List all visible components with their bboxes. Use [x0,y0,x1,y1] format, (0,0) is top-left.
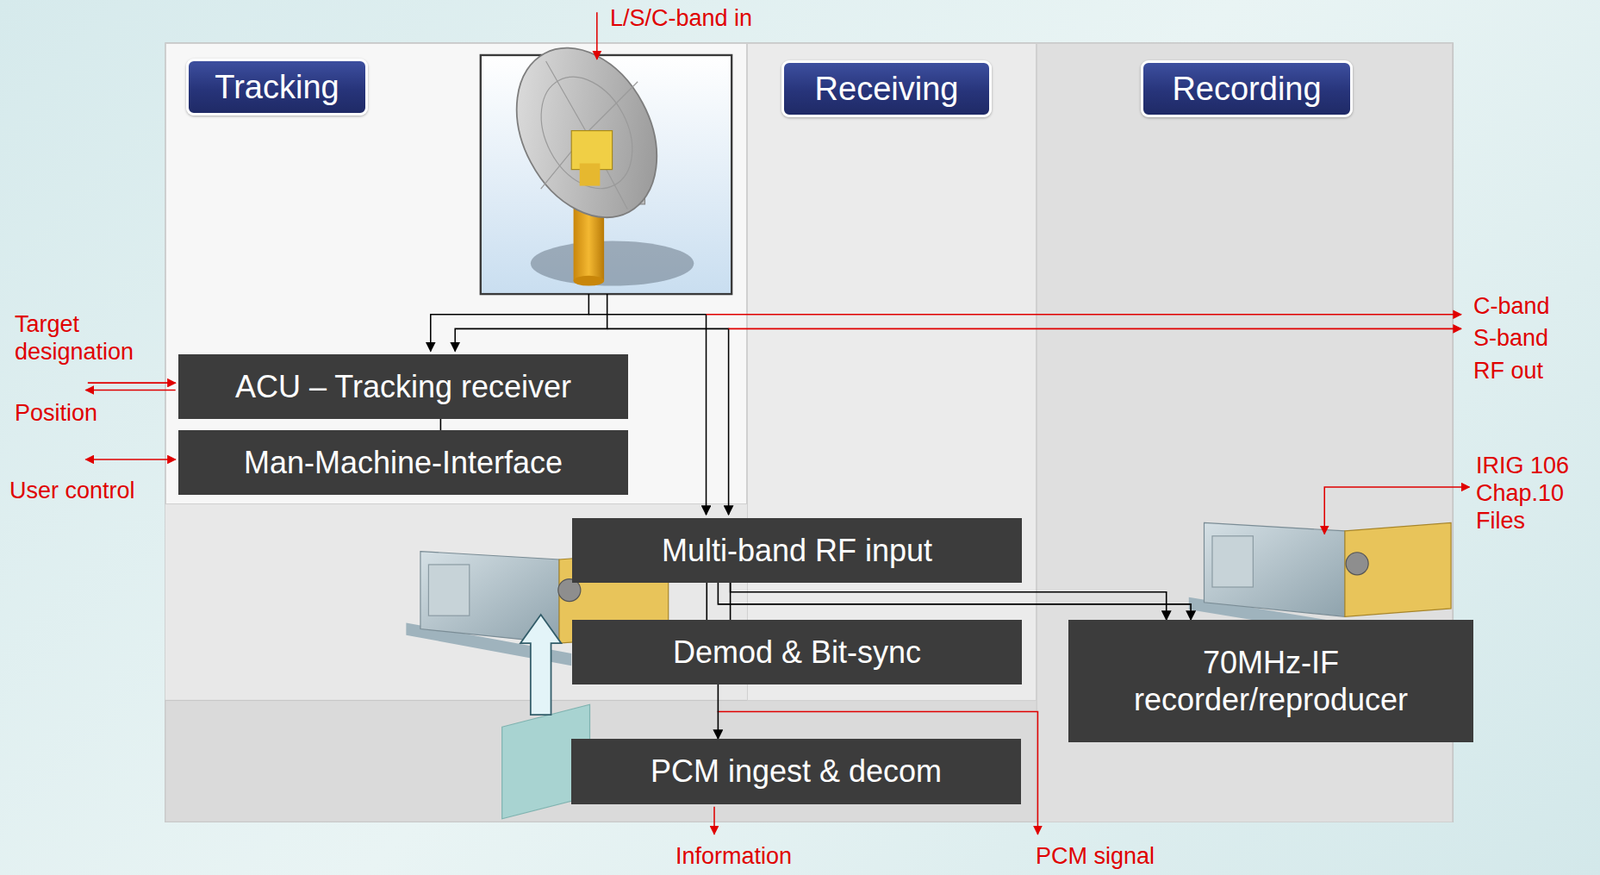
box-text: Demod & Bit-sync [666,633,928,671]
process-box: Multi-band RF input [572,517,1022,583]
box-text: 70MHz-IF recorder/reproducer [1068,643,1474,718]
output-label: S-band [1473,324,1549,353]
box-text: Multi-band RF input [654,531,940,569]
feed-line [430,293,729,515]
signal-wire [85,12,1470,834]
process-box: Man-Machine-Interface [178,429,629,495]
signal-label: Position [14,399,98,428]
section-heading: Receiving [781,60,992,118]
signal-label: Target designation [14,311,169,367]
connector [717,582,1191,620]
box-text: ACU – Tracking receiver [228,367,579,405]
section-heading: Recording [1140,60,1353,118]
antenna-picture [480,23,732,294]
output-label: RF out [1473,357,1544,386]
connector [440,418,442,430]
process-box: Demod & Bit-sync [572,619,1022,685]
output-label: C-band [1473,292,1551,321]
section-heading: Tracking [186,58,368,116]
output-label: PCM signal [1035,842,1155,871]
connector-line [730,582,1167,620]
connector-line [717,684,720,739]
card-arrow [502,614,591,819]
file-label: IRIG 106 Chap.10 Files [1475,452,1587,536]
connector-line [705,582,708,620]
section-band: ReceivingMulti-band RF inputDemod & Bit-… [747,43,1037,701]
signal-label: L/S/C-band in [610,5,753,33]
section-band: Recording70MHz-IF recorder/reproducer [1036,43,1453,822]
box-text: PCM ingest & decom [643,752,949,790]
server-picture [1189,522,1451,637]
process-box: 70MHz-IF recorder/reproducer [1068,619,1474,742]
process-box: ACU – Tracking receiver [178,354,629,419]
connector-line [717,582,1191,620]
output-label: Information [675,842,792,871]
connector [717,684,719,739]
process-box: PCM ingest & decom [571,738,1022,804]
box-text: Man-Machine-Interface [236,443,570,481]
connector-line [440,418,443,430]
signal-label: User control [9,477,136,505]
